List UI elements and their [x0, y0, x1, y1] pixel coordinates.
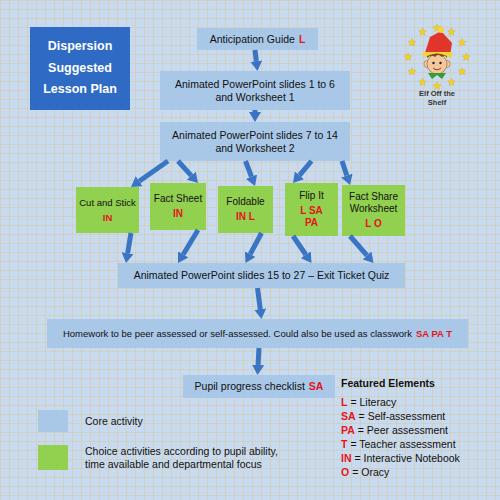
choice-activity-box: Fact SheetIN: [150, 183, 206, 230]
logo-star: [404, 53, 412, 61]
key-code: PA: [341, 424, 355, 437]
element-code: IN: [173, 208, 183, 220]
logo-star: [448, 78, 456, 86]
title-box: Dispersion Suggested Lesson Plan: [30, 27, 130, 110]
legend-swatch: [38, 410, 68, 432]
choice-activity-box: Foldable IN L: [218, 186, 273, 233]
element-code: SA PA T: [416, 328, 452, 339]
logo-star: [448, 28, 456, 36]
core-activity-box: Homework to be peer assessed or self-ass…: [47, 319, 468, 348]
key-meaning: = Peer assessment: [358, 424, 448, 437]
flow-arrow: [246, 161, 252, 177]
core-activity-box: Animated PowerPoint slides 1 to 6 and Wo…: [160, 71, 350, 110]
flow-arrow: [299, 161, 311, 175]
logo-star: [408, 68, 416, 76]
flow-arrow: [178, 161, 191, 176]
core-activity-box: Animated PowerPoint slides 15 to 27 – Ex…: [118, 263, 405, 288]
flow-arrow: [350, 236, 367, 255]
activity-text: Animated PowerPoint slides 7 to 14 and W…: [169, 129, 341, 154]
key-row: IN= Interactive Notebook: [341, 452, 460, 465]
activity-text: Fact Sheet: [154, 193, 202, 205]
choice-activity-box: Fact Share Worksheet L O: [342, 185, 405, 236]
key-row: L= Literacy: [341, 396, 396, 409]
element-code: L O: [365, 218, 381, 230]
element-code: IN L: [236, 211, 255, 223]
choice-activity-box: Flip It L SA PA: [285, 183, 338, 236]
flow-arrow: [256, 348, 262, 365]
key-row: O= Oracy: [341, 466, 389, 479]
key-meaning: = Interactive Notebook: [355, 452, 460, 465]
key-code: L: [341, 396, 347, 409]
element-code: L SA PA: [298, 205, 326, 229]
logo-star: [408, 39, 416, 47]
title-text: Dispersion Suggested Lesson Plan: [40, 36, 120, 102]
logo-star: [458, 68, 466, 76]
core-activity-box: Animated PowerPoint slides 7 to 14 and W…: [160, 122, 350, 161]
element-code: IN: [103, 212, 113, 223]
logo-text: Elf Off the Shelf: [412, 89, 462, 107]
choice-activity-box: Cut and StickIN: [76, 187, 139, 233]
element-code: SA: [309, 380, 324, 393]
flow-arrow: [258, 288, 261, 309]
flow-arrow: [139, 161, 168, 181]
elf-hair: [427, 54, 447, 59]
activity-text: Animated PowerPoint slides 15 to 27 – Ex…: [134, 269, 390, 282]
key-code: O: [341, 466, 349, 479]
element-code: L: [299, 33, 305, 46]
logo-star: [419, 78, 427, 86]
key-row: PA= Peer assessment: [341, 424, 448, 437]
core-activity-box: Pupil progress checklist SA: [183, 375, 335, 398]
activity-text: Animated PowerPoint slides 1 to 6 and Wo…: [169, 78, 341, 103]
legend-text: Core activity: [85, 415, 285, 428]
key-meaning: = Literacy: [350, 396, 396, 409]
elf-hat: [424, 31, 452, 56]
flow-arrow: [253, 110, 258, 112]
activity-text: Pupil progress checklist: [195, 380, 305, 393]
key-meaning: = Self-assessment: [359, 410, 446, 423]
elf-eye: [432, 62, 434, 64]
legend-swatch: [38, 445, 68, 470]
flow-arrow: [255, 50, 256, 61]
logo-star: [458, 39, 466, 47]
key-meaning: = Teacher assessment: [350, 438, 455, 451]
logo-star: [419, 28, 427, 36]
key-code: T: [341, 438, 347, 451]
activity-text: Foldable: [226, 196, 264, 208]
flow-arrow: [128, 233, 131, 253]
elf-face: [427, 54, 447, 74]
activity-text: Homework to be peer assessed or self-ass…: [63, 328, 412, 339]
flow-arrow: [183, 230, 198, 254]
activity-text: Cut and Stick: [79, 197, 136, 208]
legend-text: Choice activities according to pupil abi…: [85, 445, 290, 471]
core-activity-box: Anticipation Guide L: [197, 28, 318, 50]
key-heading: Featured Elements: [341, 377, 435, 390]
flow-arrow: [293, 236, 306, 255]
key-code: IN: [341, 452, 352, 465]
elf-eye: [439, 62, 441, 64]
activity-text: Flip It: [299, 190, 323, 202]
elf-hat-bobble: [438, 27, 444, 33]
elf-smile: [433, 68, 441, 70]
elf-logo: [404, 24, 470, 90]
key-row: T= Teacher assessment: [341, 438, 456, 451]
logo-star: [433, 82, 441, 90]
elf-collar: [428, 73, 446, 79]
flow-arrow: [250, 233, 261, 254]
logo-star: [462, 53, 470, 61]
activity-text: Fact Share Worksheet: [345, 191, 403, 215]
key-meaning: = Oracy: [352, 466, 389, 479]
key-row: SA= Self-assessment: [341, 410, 445, 423]
activity-text: Anticipation Guide: [210, 33, 295, 46]
key-code: SA: [341, 410, 356, 423]
flow-arrow: [342, 161, 347, 176]
